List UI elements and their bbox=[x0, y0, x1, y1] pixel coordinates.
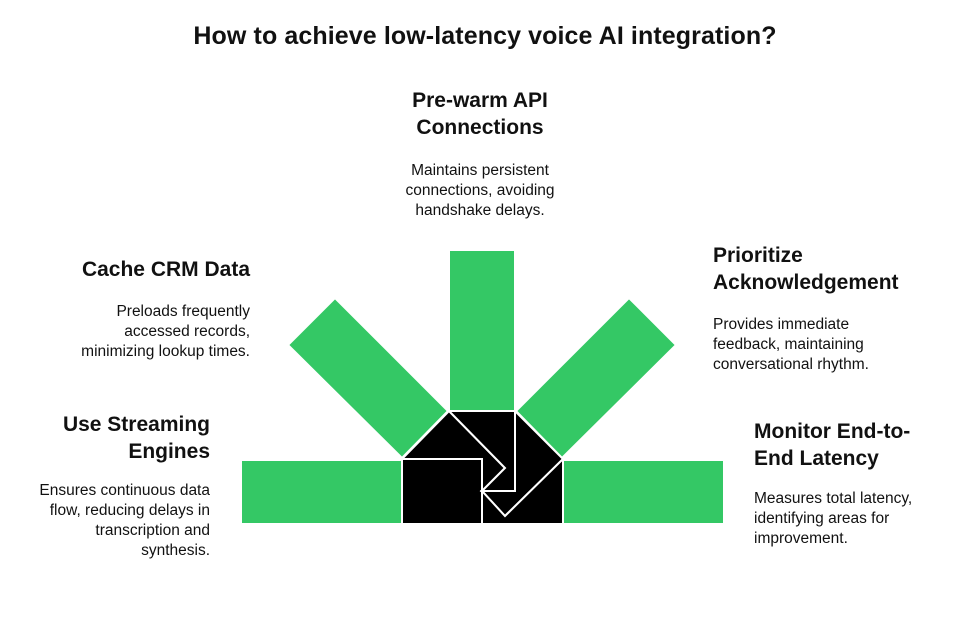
hub-segment-right bbox=[481, 456, 564, 525]
page-title: How to achieve low-latency voice AI inte… bbox=[193, 22, 777, 50]
item-heading: Cache CRM Data bbox=[81, 258, 250, 281]
ray-right bbox=[562, 459, 725, 525]
item-prioritize-ack: Prioritize Acknowledgement Provides imme… bbox=[713, 242, 899, 375]
ray-left bbox=[240, 459, 403, 525]
item-heading: Pre-warm API Connections bbox=[412, 89, 548, 139]
item-heading: Monitor End-to- End Latency bbox=[754, 420, 911, 470]
item-description: Preloads frequently accessed records, mi… bbox=[81, 303, 250, 360]
item-description: Ensures continuous data flow, reducing d… bbox=[39, 482, 210, 559]
item-cache-crm: Cache CRM Data Preloads frequently acces… bbox=[81, 256, 250, 362]
item-monitor-latency: Monitor End-to- End Latency Measures tot… bbox=[754, 418, 912, 549]
item-heading: Use Streaming Engines bbox=[62, 413, 210, 463]
item-description: Maintains persistent connections, avoidi… bbox=[405, 162, 555, 219]
item-prewarm-api: Pre-warm API Connections Maintains persi… bbox=[330, 87, 630, 221]
ray-upper-right bbox=[514, 296, 678, 460]
item-description: Provides immediate feedback, maintaining… bbox=[713, 316, 869, 373]
item-description: Measures total latency, identifying area… bbox=[754, 490, 913, 547]
ray-top bbox=[448, 249, 516, 412]
hub-segment-left bbox=[401, 458, 483, 525]
ray-upper-left bbox=[286, 296, 450, 460]
item-heading: Prioritize Acknowledgement bbox=[713, 244, 899, 294]
item-streaming-engines: Use Streaming Engines Ensures continuous… bbox=[39, 411, 210, 561]
